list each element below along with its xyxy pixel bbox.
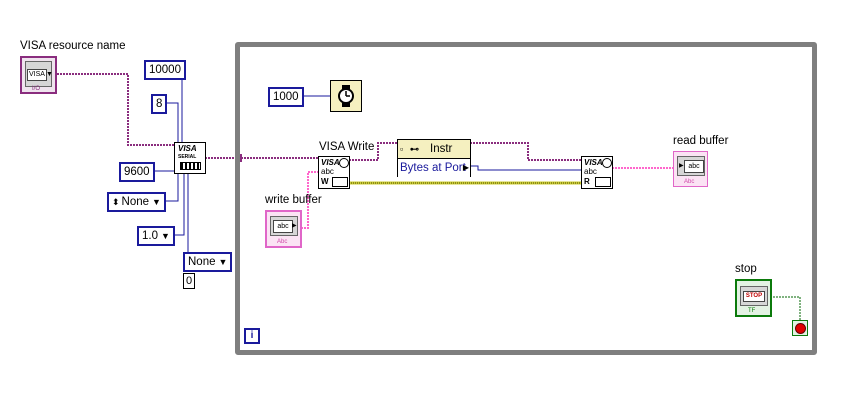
stop-text: STOP [743, 291, 765, 302]
write-vi-abc: abc [321, 167, 334, 176]
visa-configure-serial-vi[interactable]: VISA SERIAL [174, 142, 206, 174]
clock-icon [339, 158, 349, 168]
visa-write-label: VISA Write [319, 141, 375, 153]
visa-read-vi[interactable]: VISA abc R [581, 156, 613, 189]
parity-wire [165, 174, 179, 202]
write-abc: abc [273, 220, 293, 233]
write-abc-tag: Abc [277, 239, 288, 245]
read-buffer-icon [595, 177, 611, 187]
wait-ms-function[interactable] [330, 80, 362, 112]
io-tag: I/O [32, 86, 41, 92]
data-bits-constant[interactable]: 8 [151, 94, 168, 114]
write-buffer-icon: abc ▶ [270, 216, 298, 236]
dropdown-arrow-icon: ▼ [218, 257, 228, 267]
stop-condition-icon [795, 323, 806, 334]
flow-control-value: None [188, 256, 216, 268]
flow-control-ring[interactable]: None▼ [183, 252, 233, 272]
timeout-constant[interactable]: 10000 [144, 60, 186, 80]
visa-resource-icon: VISA ▼ [25, 61, 53, 87]
property-row-bytes[interactable]: Bytes at Port▶ [398, 159, 470, 177]
write-buffer-control[interactable]: abc ▶ Abc [265, 210, 302, 248]
arrow-right-icon: ▶ [292, 223, 297, 229]
read-abc-tag: Abc [684, 179, 695, 185]
read-vi-header: VISA [584, 158, 603, 167]
write-mode-tag: W [321, 177, 329, 186]
loop-condition-terminal[interactable] [792, 320, 808, 336]
tf-tag: TF [748, 308, 756, 314]
read-vi-abc: abc [584, 167, 597, 176]
read-mode-tag: R [584, 177, 590, 186]
property-node-header: ▫ ⊷ Instr [398, 140, 470, 159]
stop-bits-value: 1.0 [142, 230, 158, 242]
visa-tag: VISA [27, 69, 47, 81]
dropdown-arrow-icon: ▼ [152, 197, 161, 207]
stop-button-control[interactable]: STOP TF [735, 279, 772, 317]
write-buffer-icon [332, 177, 348, 187]
read-buffer-icon: ▶ abc [677, 156, 705, 176]
dropdown-arrow-icon: ▼ [46, 71, 53, 78]
visa-write-vi[interactable]: VISA abc W [318, 156, 350, 189]
write-buffer-label: write buffer [265, 194, 322, 206]
read-buffer-indicator: ▶ abc Abc [673, 151, 708, 187]
stop-label: stop [735, 263, 757, 275]
serial-port-icon [180, 162, 201, 170]
parity-ring[interactable]: ⬍None▼ [107, 192, 166, 212]
watch-icon [338, 85, 354, 107]
stop-bits-ring[interactable]: 1.0▼ [137, 226, 175, 246]
flow-index-indicator: 0 [183, 273, 196, 289]
visa-resource-label: VISA resource name [20, 40, 126, 52]
iteration-terminal: i [244, 328, 260, 344]
dropdown-arrow-icon: ▼ [161, 231, 170, 241]
wait-ms-constant[interactable]: 1000 [268, 87, 304, 107]
arrow-right-icon: ▶ [679, 163, 684, 169]
stop-button-icon: STOP [740, 286, 768, 306]
output-arrow-icon: ▶ [462, 163, 469, 172]
node-class-icon: ⊷ [410, 144, 419, 154]
parity-value: None [121, 196, 150, 208]
serial-vi-sub: SERIAL [178, 154, 197, 160]
baud-rate-constant[interactable]: 9600 [119, 162, 155, 182]
clock-icon [602, 158, 612, 168]
property-class: Instr [430, 143, 453, 155]
while-loop[interactable]: i [235, 42, 817, 355]
node-ref-icon: ▫ [400, 144, 404, 154]
visa-resource-control[interactable]: VISA ▼ I/O [20, 56, 57, 94]
property-node[interactable]: ▫ ⊷ Instr Bytes at Port▶ [397, 139, 471, 177]
read-buffer-label: read buffer [673, 135, 729, 147]
property-name: Bytes at Port [400, 162, 466, 174]
write-vi-header: VISA [321, 158, 340, 167]
updown-arrow-icon: ⬍ [112, 197, 120, 207]
serial-vi-header: VISA [178, 144, 197, 153]
read-abc: abc [684, 160, 704, 173]
